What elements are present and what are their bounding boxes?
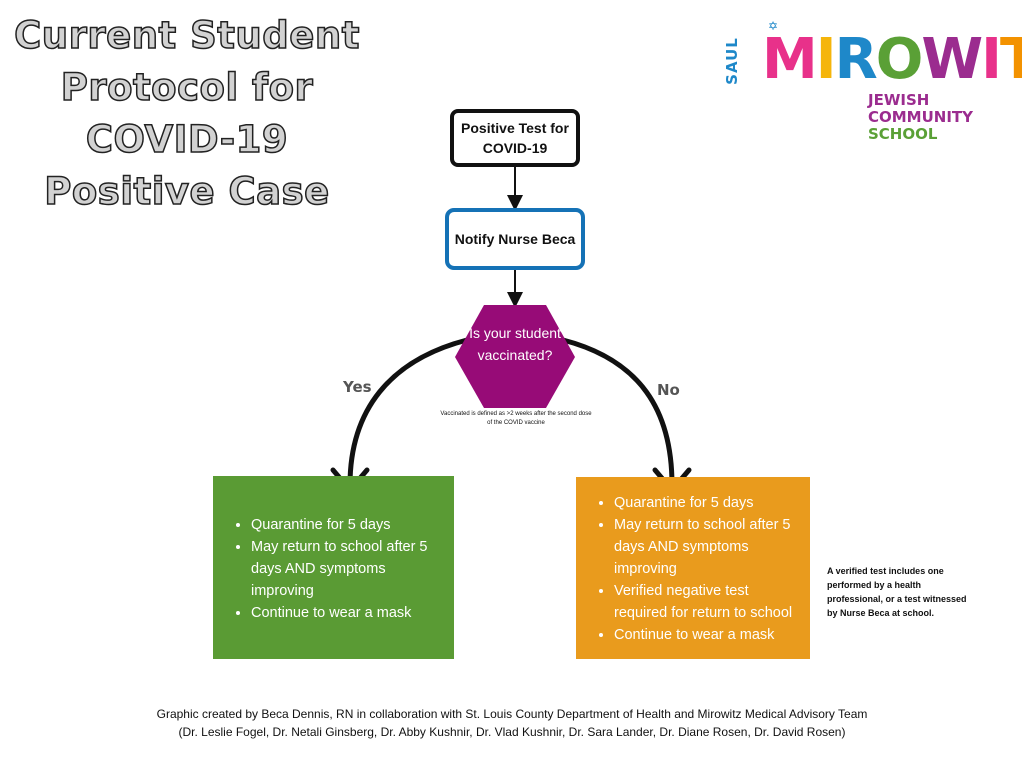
arrow-no-curve [562, 337, 675, 486]
logo-name: MIROWITZ [762, 27, 1022, 92]
title-line-1: Current Student [13, 13, 360, 58]
logo-mirowitz-wordmark: MIROWITZ ✡ [762, 19, 1022, 92]
vaccinated-definition-note: Vaccinated is defined as >2 weeks after … [440, 411, 592, 426]
logo-sub-3: SCHOOL [868, 125, 938, 143]
list-item: Continue to wear a mask [614, 624, 800, 646]
title-line-2: Protocol for [60, 65, 314, 110]
arrow-yes-curve [347, 337, 468, 486]
vaccinated-protocol-panel: Quarantine for 5 days May return to scho… [213, 476, 454, 659]
step-notify-nurse: Notify Nurse Beca [445, 208, 585, 270]
logo-sub-1: JEWISH [868, 91, 930, 109]
decision-hexagon [455, 305, 575, 408]
title-line-4: Positive Case [44, 169, 330, 214]
school-logo: SAUL MIROWITZ ✡ JEWISH COMMUNITY SCHOOL [718, 12, 1022, 143]
list-item: Verified negative test required for retu… [614, 580, 800, 624]
list-item: Quarantine for 5 days [614, 492, 800, 514]
credits-line-2: (Dr. Leslie Fogel, Dr. Netali Ginsberg, … [178, 725, 846, 739]
credits-line-1: Graphic created by Beca Dennis, RN in co… [156, 707, 868, 721]
credits: Graphic created by Beca Dennis, RN in co… [0, 705, 1024, 741]
list-item: Continue to wear a mask [251, 602, 444, 624]
verified-test-note: A verified test includes one performed b… [827, 566, 967, 618]
page-title: Current Student Protocol for COVID-19 Po… [13, 10, 360, 218]
vaccinated-protocol-list: Quarantine for 5 days May return to scho… [213, 514, 444, 624]
title-line-3: COVID-19 [85, 117, 289, 162]
list-item: May return to school after 5 days AND sy… [614, 514, 800, 580]
star-icon: ✡ [768, 19, 778, 33]
unvaccinated-protocol-panel: Quarantine for 5 days May return to scho… [576, 477, 810, 659]
branch-label-no: No [657, 381, 680, 399]
list-item: May return to school after 5 days AND sy… [251, 536, 444, 602]
step-positive-test: Positive Test for COVID-19 [450, 109, 580, 167]
decision-question: Is your student vaccinated? [469, 325, 561, 363]
unvaccinated-protocol-list: Quarantine for 5 days May return to scho… [576, 492, 800, 646]
branch-label-yes: Yes [343, 378, 372, 396]
list-item: Quarantine for 5 days [251, 514, 444, 536]
logo-subtitle: JEWISH COMMUNITY SCHOOL [868, 92, 973, 143]
logo-sub-2: COMMUNITY [868, 108, 974, 126]
